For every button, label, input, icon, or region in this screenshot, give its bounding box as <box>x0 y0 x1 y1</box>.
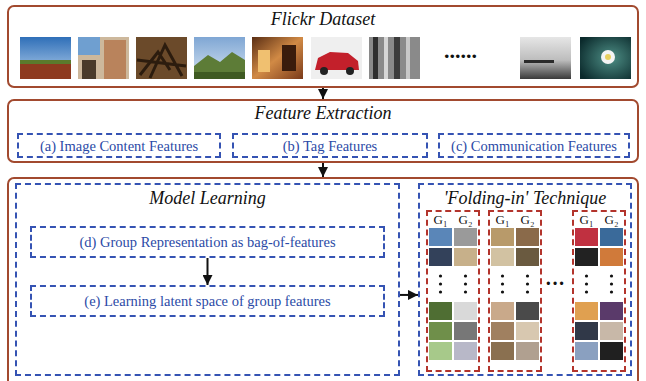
feature-box: (a) Image Content Features <box>17 133 221 158</box>
dataset-panel: Flickr Dataset <box>7 5 639 88</box>
panel-title: Feature Extraction <box>255 102 392 124</box>
stage-panel: (a) Image Content Features (b) Tag Featur… <box>7 99 639 163</box>
flow-arrow <box>400 294 418 296</box>
panel-title: Flickr Dataset <box>271 8 375 30</box>
box-label: (e) Learning latent space of group featu… <box>84 292 330 310</box>
section-box: G₁ G₂ G₁ G₂ G₁ G₂ 'Folding-in' Technique <box>418 183 632 376</box>
vertical-ellipsis <box>439 274 613 293</box>
box-label: (a) Image Content Features <box>40 137 198 155</box>
stage-panel: (d) Group Representation as bag-of-featu… <box>7 177 639 381</box>
flow-arrow <box>207 258 209 285</box>
group-label: G₁ <box>496 212 510 228</box>
group-thumbnails <box>429 228 623 360</box>
feature-box: (c) Communication Features <box>438 133 630 158</box>
group-label: G₁ <box>580 212 594 228</box>
group-label: G₁ <box>434 212 448 228</box>
box-label: (b) Tag Features <box>283 137 378 155</box>
box-label: (c) Communication Features <box>451 137 617 155</box>
panel-title: 'Folding-in' Technique <box>444 187 607 209</box>
box-label: (d) Group Representation as bag-of-featu… <box>79 233 335 251</box>
group-label: G₂ <box>459 212 473 228</box>
process-box: (e) Learning latent space of group featu… <box>30 285 385 317</box>
feature-box: (b) Tag Features <box>232 133 428 158</box>
panel-title: Model Learning <box>149 187 266 209</box>
group-box: G₁ G₂ <box>572 210 626 372</box>
section-box: (d) Group Representation as bag-of-featu… <box>15 183 400 376</box>
ellipsis-label: ...... <box>444 38 477 64</box>
flickr-thumbnails <box>20 37 631 79</box>
group-label: G₂ <box>605 212 619 228</box>
ellipsis-label: ··· <box>545 272 565 295</box>
group-box: G₁ G₂ <box>426 210 480 372</box>
group-box: G₁ G₂ <box>488 210 542 372</box>
flow-arrow <box>322 88 324 99</box>
group-label: G₂ <box>521 212 535 228</box>
flow-arrow <box>322 163 324 177</box>
process-box: (d) Group Representation as bag-of-featu… <box>30 226 385 258</box>
